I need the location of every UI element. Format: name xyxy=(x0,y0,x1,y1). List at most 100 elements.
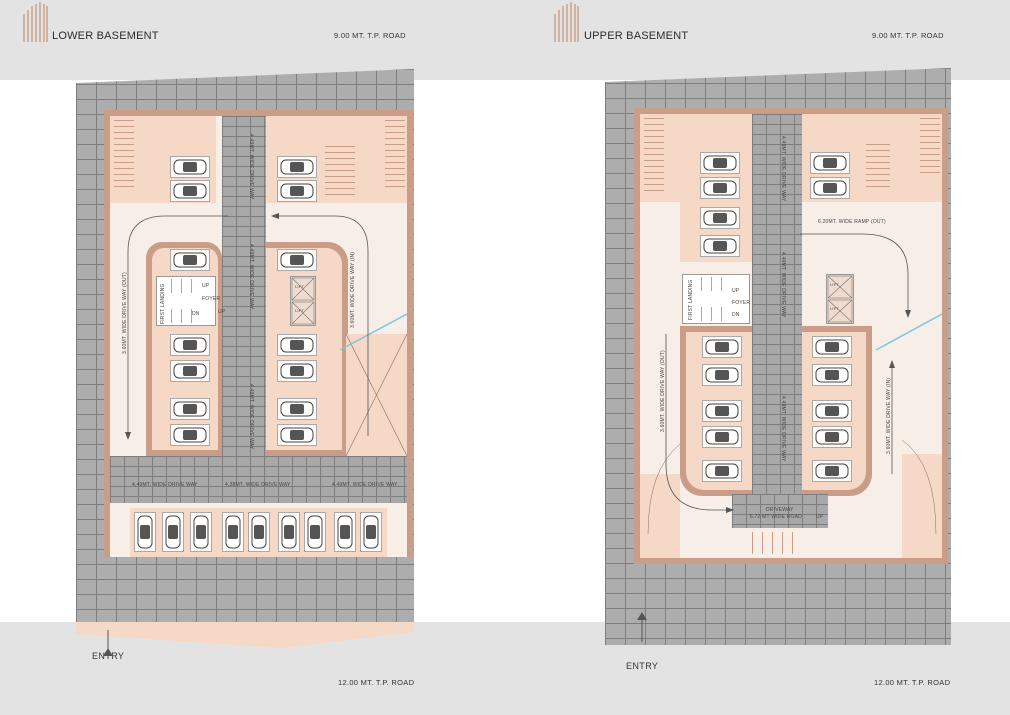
car-icon xyxy=(812,364,852,386)
brand-logo-icon xyxy=(22,2,48,42)
left-label-dn: DN xyxy=(192,311,200,317)
car-icon xyxy=(170,334,210,356)
right-label-lift1: LIFT xyxy=(830,282,840,287)
right-bike-slots-a xyxy=(644,118,664,194)
left-ramp-zone xyxy=(346,334,407,456)
right-label-driveway: DRIVEWAY xyxy=(766,507,794,513)
right-room-bottom-left xyxy=(640,474,680,558)
right-stair-block xyxy=(682,274,750,324)
right-plan-title: UPPER BASEMENT xyxy=(584,30,689,42)
car-icon xyxy=(334,512,356,552)
car-icon xyxy=(700,177,740,199)
right-label-foyer: FOYER xyxy=(732,300,751,306)
car-icon xyxy=(278,512,300,552)
left-basement-floor: 4.49MT. WIDE DRIVE WAY 4.49MT. WIDE DRIV… xyxy=(110,116,407,557)
car-icon xyxy=(702,336,742,358)
car-icon xyxy=(170,180,210,202)
left-label-drive-low: 4.49MT. WIDE DRIVE WAY xyxy=(248,384,254,450)
car-icon xyxy=(248,512,270,552)
car-icon xyxy=(702,400,742,422)
left-label-h1: 4.49MT. WIDE DRIVE WAY xyxy=(132,482,198,488)
car-icon xyxy=(170,249,210,271)
stair-treads xyxy=(701,307,727,321)
car-icon xyxy=(277,156,317,178)
left-label-drive-top: 4.49MT. WIDE DRIVE WAY xyxy=(248,134,254,200)
stair-treads xyxy=(701,277,727,291)
car-icon xyxy=(700,235,740,257)
left-road-bottom: 12.00 MT. T.P. ROAD xyxy=(338,678,415,687)
car-icon xyxy=(277,249,317,271)
right-label-ramp-out: 6.20MT. WIDE RAMP (OUT) xyxy=(818,219,886,225)
left-road-top: 9.00 MT. T.P. ROAD xyxy=(334,31,406,40)
car-icon xyxy=(277,180,317,202)
stair-treads xyxy=(171,279,197,293)
right-bike-slots-d xyxy=(752,532,802,554)
car-icon xyxy=(277,398,317,420)
car-icon xyxy=(277,334,317,356)
car-icon xyxy=(190,512,212,552)
car-icon xyxy=(277,424,317,446)
car-icon xyxy=(162,512,184,552)
car-icon xyxy=(810,177,850,199)
left-bike-slots-b xyxy=(385,120,405,190)
right-label-drive-mid: 4.49MT. WIDE DRIVE WAY xyxy=(780,252,786,318)
car-icon xyxy=(812,336,852,358)
car-icon xyxy=(702,460,742,482)
right-road-bottom: 12.00 MT. T.P. ROAD xyxy=(874,678,951,687)
right-room-bottom-right xyxy=(902,454,942,558)
right-driveway xyxy=(732,494,828,528)
left-plan-title: LOWER BASEMENT xyxy=(52,30,159,42)
left-bottom-drive xyxy=(110,456,407,503)
right-label-drive-top: 4.49MT. WIDE DRIVE WAY xyxy=(780,136,786,202)
car-icon xyxy=(812,400,852,422)
car-icon xyxy=(222,512,244,552)
header-band xyxy=(0,0,1010,80)
car-icon xyxy=(812,460,852,482)
car-icon xyxy=(170,424,210,446)
car-icon xyxy=(702,426,742,448)
car-icon xyxy=(702,364,742,386)
right-central-drive xyxy=(752,114,802,494)
right-label-dn: DN xyxy=(732,312,740,318)
right-basement-frame: 4.49MT. WIDE DRIVE WAY 4.49MT. WIDE DRIV… xyxy=(634,108,948,564)
brand-logo-icon xyxy=(553,2,579,42)
right-label-driveway-width: 6.72 MT WIDE ROAD xyxy=(750,514,802,520)
left-label-lift1: LIFT xyxy=(295,284,305,289)
right-label-landing: FIRST LANDING xyxy=(688,279,694,320)
car-icon xyxy=(170,156,210,178)
left-label-landing: FIRST LANDING xyxy=(160,283,166,324)
left-label-up1: UP xyxy=(202,283,210,289)
right-basement-floor: 4.49MT. WIDE DRIVE WAY 4.49MT. WIDE DRIV… xyxy=(640,114,942,558)
car-icon xyxy=(170,398,210,420)
right-entry-label: ENTRY xyxy=(626,661,659,671)
right-bike-slots-b xyxy=(920,118,940,174)
left-label-up2: UP xyxy=(218,309,226,315)
left-label-out: 3.60MT. WIDE DRIVE WAY (OUT) xyxy=(122,272,128,354)
right-label-up1: UP xyxy=(732,288,740,294)
right-label-lift2: LIFT xyxy=(830,306,840,311)
car-icon xyxy=(812,426,852,448)
car-icon xyxy=(360,512,382,552)
car-icon xyxy=(810,152,850,174)
left-label-h2: 4.38MT. WIDE DRIVE WAY xyxy=(225,482,291,488)
left-label-lift2: LIFT xyxy=(295,308,305,313)
left-bike-slots-c xyxy=(325,146,355,196)
left-central-drive xyxy=(222,116,266,456)
car-icon xyxy=(304,512,326,552)
left-label-foyer: FOYER xyxy=(202,296,221,302)
car-icon xyxy=(170,360,210,382)
left-entry-label: ENTRY xyxy=(92,651,125,661)
car-icon xyxy=(277,360,317,382)
left-label-drive-mid: 4.49MT. WIDE DRIVE WAY xyxy=(248,244,254,310)
right-label-drive-low: 4.49MT. WIDE DRIVE WAY xyxy=(780,396,786,462)
left-label-h3: 4.49MT. WIDE DRIVE WAY xyxy=(332,482,398,488)
right-label-in: 3.60MT. WIDE DRIVE WAY (IN) xyxy=(886,377,892,454)
right-lift-core xyxy=(826,274,854,324)
right-label-out: 3.60MT. WIDE DRIVE WAY (OUT) xyxy=(660,350,666,432)
left-bike-slots-a xyxy=(114,120,134,190)
left-label-in: 3.60MT. WIDE DRIVE WAY (IN) xyxy=(350,251,356,328)
car-icon xyxy=(700,152,740,174)
right-bike-slots-c xyxy=(866,144,890,188)
right-label-up: UP xyxy=(816,514,824,520)
left-basement-frame: 4.49MT. WIDE DRIVE WAY 4.49MT. WIDE DRIV… xyxy=(104,110,413,557)
